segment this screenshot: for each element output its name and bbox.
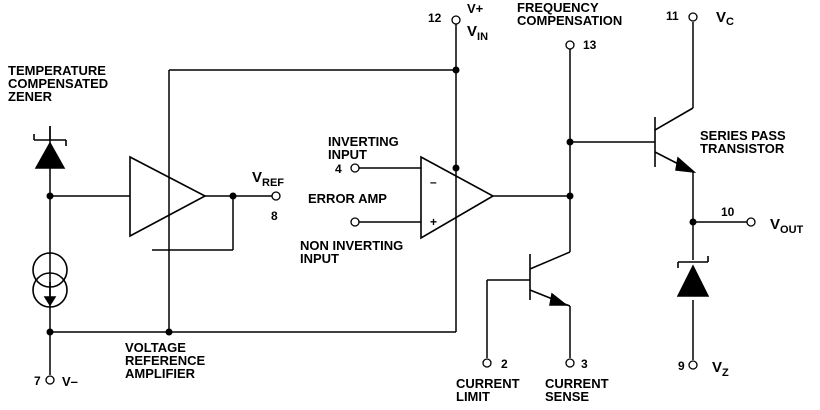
junction-dots — [46, 66, 697, 336]
pin-9-number: 9 — [678, 359, 685, 373]
pins — [45, 12, 756, 385]
pin-noninv-terminal — [350, 217, 360, 227]
wire-limit-transistor-collector — [529, 251, 571, 270]
frequency-compensation-line1: FREQUENCY — [517, 0, 599, 15]
wiring — [49, 22, 747, 375]
pin-7-terminal — [45, 375, 55, 385]
zener-label-line2: COMPENSATED — [8, 76, 108, 91]
pin-13-number: 13 — [583, 38, 597, 52]
vc-subscript: C — [726, 16, 734, 28]
pin-10-terminal — [746, 217, 756, 227]
error-amp-plus-sign: + — [430, 215, 437, 229]
pin-3-terminal — [565, 358, 575, 368]
vout-label: VOUT — [770, 216, 804, 236]
voltage-ref-label-line2: REFERENCE — [125, 353, 206, 368]
vc-label: VC — [716, 9, 734, 28]
pin-4-terminal — [350, 163, 360, 173]
pin-7-number: 7 — [34, 374, 41, 388]
vz-subscript: Z — [722, 367, 729, 379]
zener-label-line3: ZENER — [8, 89, 53, 104]
series-pass-transistor — [654, 107, 697, 174]
pin-9-terminal — [688, 360, 698, 370]
pin-3-number: 3 — [581, 357, 588, 371]
pin-8-number: 8 — [271, 209, 278, 223]
non-inverting-input-line1: NON INVERTING — [300, 238, 403, 253]
non-inverting-input-line2: INPUT — [300, 251, 339, 266]
pin-12-terminal — [451, 15, 461, 25]
pin-11-number: 11 — [666, 9, 679, 23]
vz-main: V — [712, 359, 722, 376]
current-sense-line2: SENSE — [545, 389, 589, 404]
current-limit-line2: LIMIT — [456, 389, 490, 404]
current-limit-transistor — [529, 254, 571, 307]
pin-11-terminal — [688, 12, 698, 22]
pin-7-name: V– — [62, 374, 78, 389]
vref-subscript: REF — [262, 177, 284, 189]
error-amp-minus-sign: – — [430, 175, 437, 189]
error-amp-triangle — [420, 155, 495, 240]
vref-label-text: VREF — [252, 169, 284, 189]
vz-label: VZ — [712, 359, 729, 379]
current-sense-line1: CURRENT — [545, 376, 609, 391]
pin-12-number: 12 — [428, 11, 442, 25]
inverting-input-line1: INVERTING — [328, 134, 399, 149]
voltage-ref-label-line1: VOLTAGE — [125, 340, 186, 355]
pin-10-number: 10 — [721, 205, 735, 219]
pin-8-terminal — [271, 191, 281, 201]
pin-2-terminal — [482, 358, 492, 368]
inverting-input-line2: INPUT — [328, 147, 367, 162]
vc-main: V — [716, 9, 726, 26]
current-limit-line1: CURRENT — [456, 376, 520, 391]
error-amp-label: ERROR AMP — [308, 191, 387, 206]
frequency-compensation-line2: COMPENSATION — [517, 13, 622, 28]
pin-12-name: V+ — [467, 1, 484, 16]
voltage-reference-amplifier — [129, 155, 207, 238]
voltage-ref-label-line3: AMPLIFIER — [125, 366, 196, 381]
current-source — [32, 252, 68, 308]
vin-label: VIN — [467, 23, 488, 43]
temperature-compensated-zener — [33, 134, 67, 169]
pin-2-number: 2 — [501, 357, 508, 371]
output-zener — [676, 256, 710, 297]
vref-v: V — [252, 169, 262, 186]
pin-13-terminal — [565, 40, 575, 50]
pin-4-number: 4 — [335, 162, 342, 176]
vout-main: V — [770, 216, 780, 233]
series-pass-label-line2: TRANSISTOR — [700, 141, 785, 156]
series-pass-label-line1: SERIES PASS — [700, 128, 786, 143]
zener-label-line1: TEMPERATURE — [8, 63, 106, 78]
vin-subscript: IN — [477, 31, 488, 43]
vout-subscript: OUT — [780, 224, 804, 236]
vin-main: V — [467, 23, 477, 40]
